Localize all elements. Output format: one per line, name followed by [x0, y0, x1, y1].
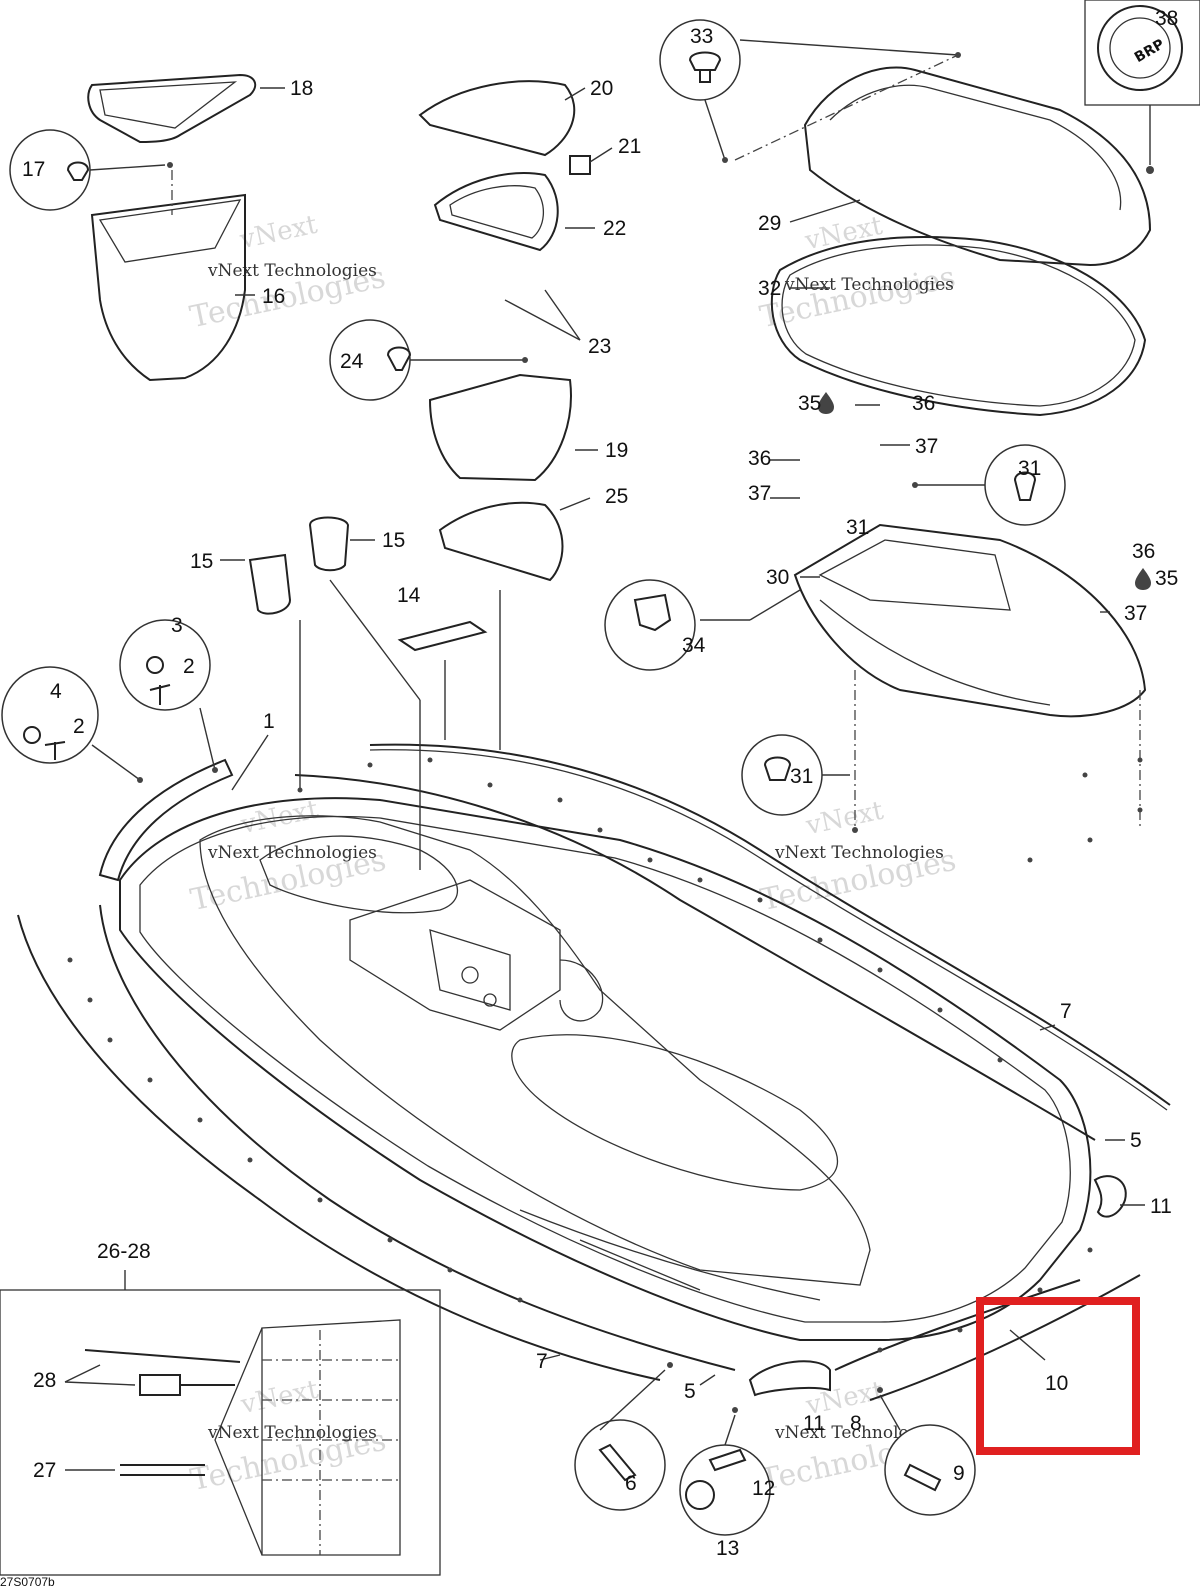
watermark-caption: vNext Technologies [774, 843, 944, 863]
callout-label: 8 [850, 1412, 862, 1435]
callout-label: 13 [716, 1537, 739, 1560]
callout-label: 22 [603, 217, 626, 240]
watermark-caption: vNext Technologies [784, 275, 954, 295]
callout-label: 5 [684, 1380, 696, 1403]
highlight-box [976, 1297, 1140, 1455]
watermark-line: vNext [236, 210, 320, 256]
callout-label: 30 [766, 566, 789, 589]
callout-label: 2 [73, 715, 85, 738]
callout-labels: 1 2 2 3 4 5 5 6 7 7 8 9 10 11 11 12 13 1… [22, 7, 1178, 1560]
leader-lines [64, 39, 1151, 1471]
watermark-caption: vNext Technologies [207, 843, 377, 863]
watermark-caption: vNext Technologies [207, 1423, 377, 1443]
storage-bin [87, 73, 257, 382]
fastener-dots [67, 52, 1154, 1413]
callout-label: 37 [748, 482, 771, 505]
screw-icons [23, 51, 1037, 1510]
callout-label: 18 [290, 77, 313, 100]
callout-label: 34 [682, 634, 706, 657]
callout-label: 6 [625, 1472, 637, 1495]
callout-label: 36 [1132, 540, 1155, 563]
seal-plate [397, 620, 488, 652]
callout-label: 7 [1060, 1000, 1072, 1023]
callout-label: 37 [1124, 602, 1147, 625]
callout-label: 14 [397, 584, 421, 607]
figure-code: 27S0707b [0, 1575, 55, 1589]
callout-label: 31 [790, 765, 813, 788]
callout-label: 3 [171, 614, 183, 637]
callout-label: 23 [588, 335, 611, 358]
callout-label: 24 [340, 350, 364, 373]
callout-label: 2 [183, 655, 195, 678]
drop-icon [818, 392, 834, 414]
watermark-line: vNext [803, 796, 887, 842]
callout-label: 11 [803, 1412, 825, 1435]
top-cover [770, 66, 1152, 417]
callout-label: 9 [953, 1462, 965, 1485]
deck-body [119, 797, 1092, 1341]
logo-box: BRP [1084, 0, 1200, 106]
callout-label: 38 [1155, 7, 1178, 30]
callout-label: 31 [846, 516, 869, 539]
callout-label: 32 [758, 277, 781, 300]
callout-label: 25 [605, 485, 628, 508]
callout-label: 35 [1155, 567, 1178, 590]
callout-label: 17 [22, 158, 45, 181]
callout-label: 15 [190, 550, 213, 573]
watermark-caption: vNext Technologies [207, 261, 377, 281]
glovebox-parts [418, 80, 591, 582]
callout-label: 7 [536, 1350, 548, 1373]
callout-label: 20 [590, 77, 613, 100]
brp-logo-text: BRP [1132, 36, 1167, 66]
callout-label: 33 [690, 25, 713, 48]
callout-label: 16 [262, 285, 285, 308]
callout-label: 21 [618, 135, 641, 158]
seat-base [793, 523, 1147, 718]
callout-label: 12 [752, 1477, 775, 1500]
callout-label: 15 [382, 529, 405, 552]
callout-label: 11 [1150, 1195, 1172, 1218]
callout-label: 19 [605, 439, 628, 462]
callout-label: 27 [33, 1459, 56, 1482]
tool-kit-box [0, 1289, 441, 1576]
corner-bumper [1093, 1175, 1127, 1218]
callout-label: 37 [915, 435, 938, 458]
callout-label: 5 [1130, 1129, 1142, 1152]
watermark-line: vNext [237, 1375, 321, 1421]
drop-icon [1135, 568, 1151, 590]
callout-label: 35 [798, 392, 821, 415]
watermark-line: vNext [802, 211, 886, 257]
callout-label: 28 [33, 1369, 56, 1392]
callout-label: 36 [748, 447, 771, 470]
bow-bumper [98, 758, 234, 882]
watermark-line: Technologies [757, 260, 958, 336]
callout-label: 36 [912, 392, 935, 415]
callout-label: 4 [50, 680, 62, 703]
callout-label: 1 [263, 710, 275, 733]
rear-bumper [748, 1360, 831, 1397]
callout-label: 10 [1045, 1372, 1068, 1395]
callout-label: 31 [1018, 457, 1041, 480]
callout-label: 26-28 [97, 1240, 151, 1263]
drain-plugs [248, 516, 350, 615]
watermark-group: vNext Technologies vNext Technologies vN… [187, 210, 959, 1499]
callout-label: 29 [758, 212, 781, 235]
